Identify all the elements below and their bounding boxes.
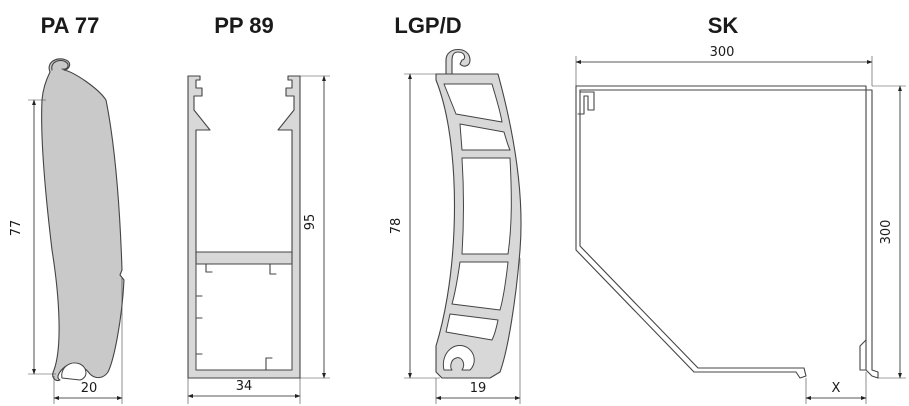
- lgpd-height-label: 78: [389, 218, 404, 235]
- profile-sk: SK 300 300 X: [575, 13, 906, 404]
- pp89-chamber-lips: [195, 263, 277, 371]
- lgpd-chamber-1: [443, 83, 503, 123]
- pa77-width-label: 20: [81, 381, 98, 396]
- lgpd-chamber-4: [451, 261, 509, 311]
- sk-lip: [577, 91, 595, 115]
- sk-title: SK: [708, 13, 739, 38]
- pa77-hook-top: [51, 59, 69, 71]
- sk-top-label: 300: [710, 45, 735, 60]
- sk-right-step: [859, 339, 867, 371]
- pp89-chamber: [195, 263, 293, 371]
- profile-lgpd: LGP/D 78 19: [389, 13, 522, 404]
- pp89-title: PP 89: [214, 13, 274, 38]
- pp89-width-label: 34: [236, 379, 253, 394]
- pa77-hook-bottom: [61, 362, 87, 381]
- lgpd-chamber-5: [445, 313, 499, 341]
- pa77-height-label: 77: [9, 220, 24, 237]
- sk-box-body: [575, 85, 807, 379]
- sk-right-label: 300: [879, 220, 894, 245]
- lgpd-hook-top: [445, 48, 471, 75]
- lgpd-chamber-3: [461, 157, 512, 255]
- lgpd-hook-bottom: [442, 345, 475, 371]
- sk-box-outline: [575, 85, 879, 379]
- lgpd-width-label: 19: [470, 381, 487, 396]
- lgpd-title: LGP/D: [394, 13, 461, 38]
- pa77-title: PA 77: [41, 13, 100, 38]
- profile-pp89: PP 89 95 34: [187, 13, 330, 404]
- profile-pa77: PA 77 77 20: [9, 13, 125, 404]
- pa77-profile-shape: [41, 58, 125, 382]
- lgpd-chamber-2: [459, 123, 511, 151]
- sk-bottom-label: X: [832, 381, 841, 396]
- pp89-height-label: 95: [303, 214, 318, 231]
